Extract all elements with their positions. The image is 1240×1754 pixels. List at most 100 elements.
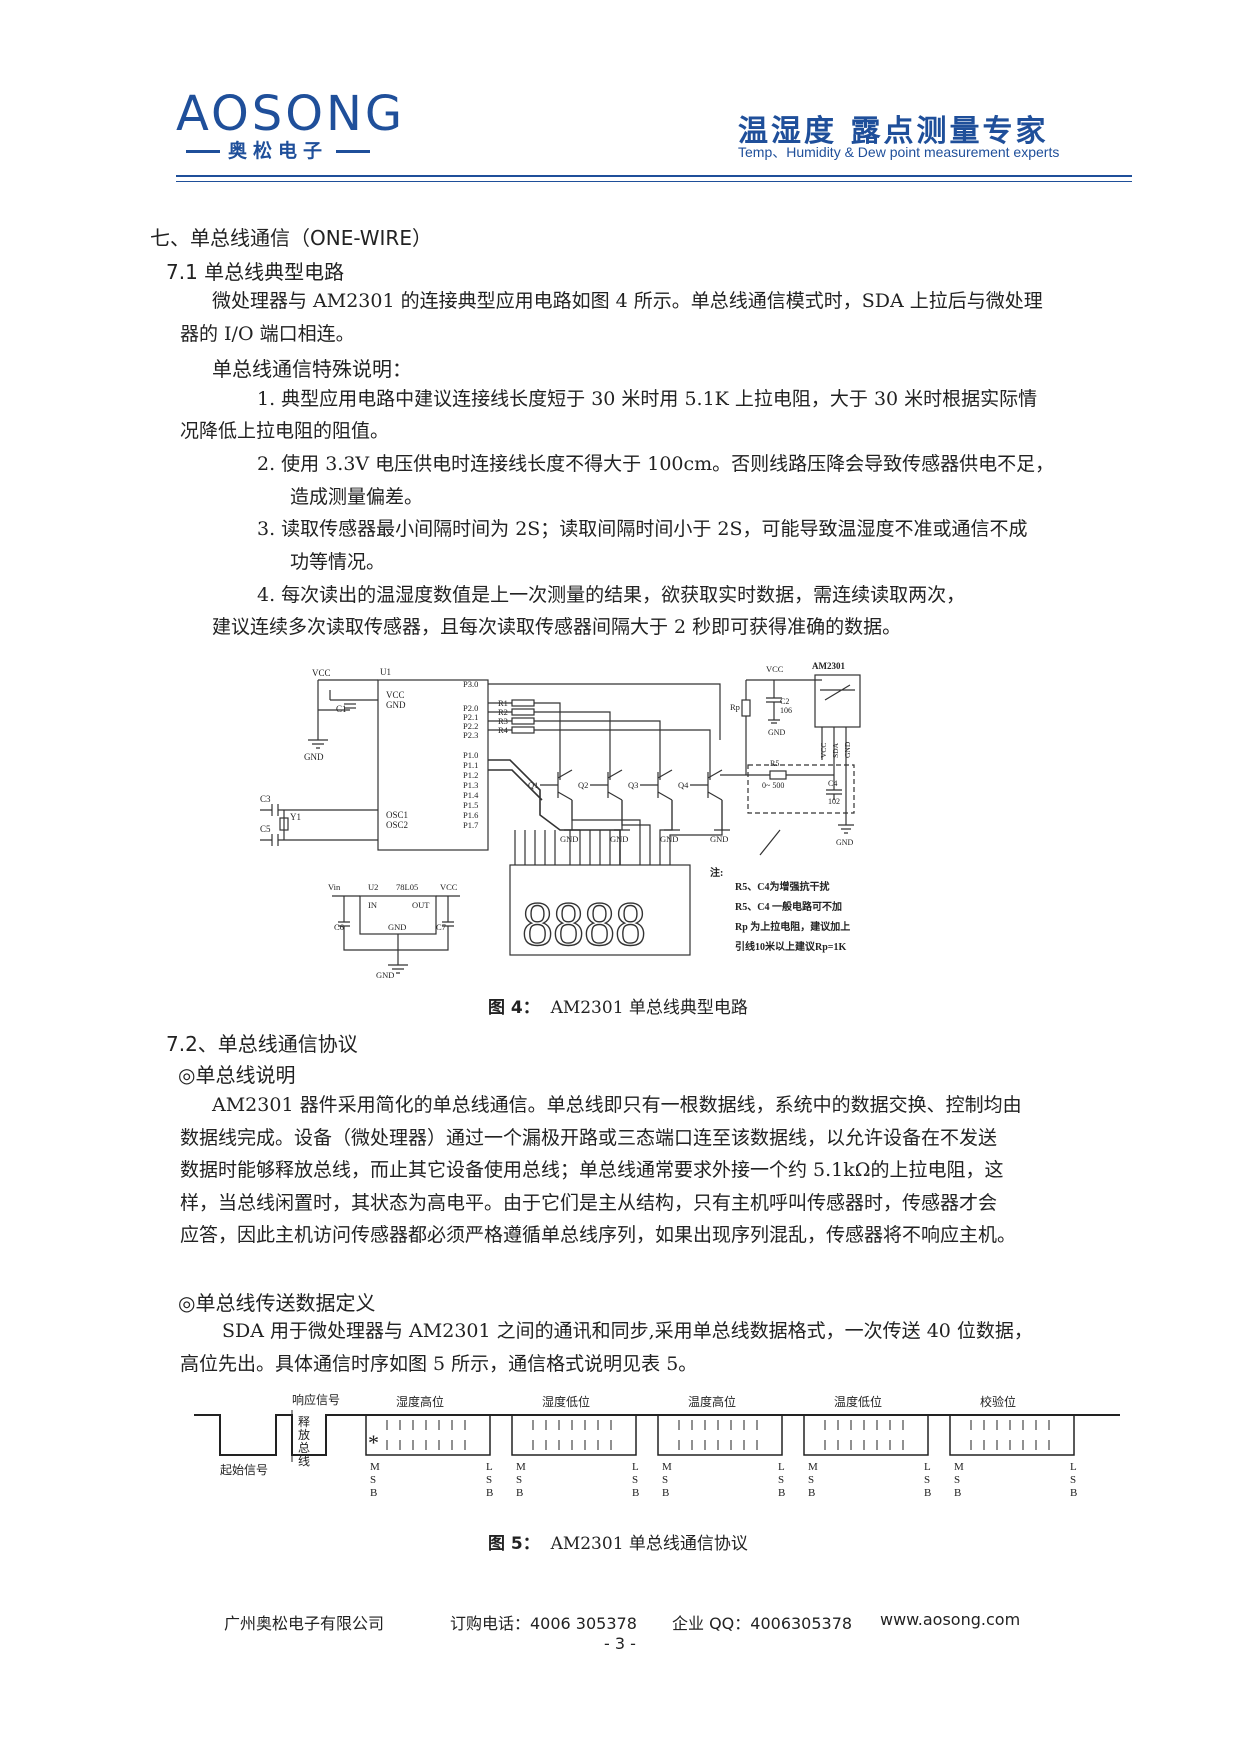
lsb-label: S — [486, 1474, 492, 1486]
pin-gnd: GND — [843, 741, 852, 758]
section-title: 七、单总线通信（ONE-WIRE） — [150, 226, 432, 250]
byte-label: 湿度低位 — [542, 1394, 590, 1409]
byte-label: 湿度高位 — [396, 1394, 444, 1409]
special-notes-title: 单总线通信特殊说明： — [212, 357, 412, 381]
msb-label: S — [954, 1474, 960, 1486]
pin-label: P1.0 — [463, 750, 478, 760]
paragraph: 数据时能够释放总线，而止其它设备使用总线；单总线通常要求外接一个约 5.1kΩ的… — [180, 1159, 1004, 1181]
msb-label: M — [954, 1461, 964, 1473]
pin-label: P1.3 — [463, 780, 478, 790]
q3-label: Q3 — [628, 780, 638, 790]
pin-label: P1.5 — [463, 800, 478, 810]
pin-label: P1.2 — [463, 770, 478, 780]
note-line: R5、C4为增强抗干扰 — [735, 880, 829, 893]
lsb-label: S — [778, 1474, 784, 1486]
gnd-label: GND — [660, 834, 678, 844]
vin-label: Vin — [328, 882, 341, 892]
c4-value: 102 — [828, 797, 840, 806]
paragraph: AM2301 器件采用简化的单总线通信。单总线即只有一根数据线，系统中的数据交换… — [212, 1094, 1022, 1116]
paragraph: 数据线完成。设备（微处理器）通过一个漏极开路或三态端口连至该数据线，以允许设备在… — [180, 1127, 998, 1149]
msb-label: B — [808, 1487, 815, 1499]
mcu-chip — [377, 679, 489, 851]
pin-label: P1.4 — [463, 790, 479, 800]
q4-label: Q4 — [678, 780, 689, 790]
figure-caption: 图 5： AM2301 单总线通信协议 — [488, 1534, 748, 1554]
paragraph: 器的 I/O 端口相连。 — [180, 323, 355, 345]
subheading: ◎单总线说明 — [178, 1063, 296, 1087]
pin-vcc: VCC — [819, 743, 828, 758]
note-line: 引线10米以上建议Rp=1K — [735, 940, 846, 953]
vcc-label: VCC — [440, 882, 458, 892]
lsb-label: L — [1070, 1461, 1077, 1473]
gnd-label: GND — [388, 922, 406, 932]
msb-label: S — [808, 1474, 814, 1486]
list-item: 造成测量偏差。 — [290, 486, 424, 508]
r5-label: R5 — [770, 759, 779, 768]
response-label: 响应信号 — [292, 1392, 340, 1407]
logo-subtitle: 奥松电子 — [178, 136, 378, 163]
byte-frame — [657, 1414, 783, 1456]
vcc-label: VCC — [312, 668, 331, 678]
footer-website[interactable]: www.aosong.com — [880, 1610, 1021, 1629]
pin-label: P1.7 — [463, 820, 478, 830]
pin-label: P1.6 — [463, 810, 478, 820]
footer-qq: 企业 QQ：4006305378 — [672, 1614, 853, 1633]
release-label: 放 — [298, 1427, 310, 1442]
u2-model: 78L05 — [396, 882, 418, 892]
rp-label: Rp — [730, 702, 740, 712]
q1-label: Q1 — [528, 780, 538, 790]
u1-label: U1 — [380, 667, 391, 677]
resistor-bank — [511, 699, 535, 734]
note-line: Rp 为上拉电阻，建议加上 — [735, 920, 850, 933]
pin-label: P1.1 — [463, 760, 478, 770]
pin-label: VCC — [386, 690, 405, 700]
byte-frame — [365, 1414, 491, 1456]
list-item: 建议连续多次读取传感器，且每次读取传感器间隔大于 2 秒即可获得准确的数据。 — [212, 616, 902, 638]
pin-label: P2.0 — [463, 703, 478, 713]
page-number: - 3 - — [604, 1634, 636, 1653]
byte-label: 温度高位 — [688, 1394, 736, 1409]
msb-label: B — [370, 1487, 377, 1499]
list-item: 4. 每次读出的温湿度数值是上一次测量的结果，欲获取实时数据，需连续读取两次， — [257, 584, 966, 606]
byte-frame — [949, 1414, 1075, 1456]
y1-label: Y1 — [290, 812, 301, 822]
gnd-label: GND — [376, 970, 394, 980]
lsb-label: B — [778, 1487, 785, 1499]
u2-label: U2 — [368, 882, 378, 892]
start-label: 起始信号 — [220, 1463, 268, 1477]
footer-company: 广州奥松电子有限公司 — [224, 1614, 385, 1633]
list-item: 3. 读取传感器最小间隔时间为 2S；读取间隔时间小于 2S，可能导致温湿度不准… — [257, 518, 1028, 540]
c3-label: C3 — [260, 794, 271, 804]
out-label: OUT — [412, 900, 430, 910]
msb-label: B — [662, 1487, 669, 1499]
pin-label: P2.3 — [463, 730, 478, 740]
msb-label: B — [516, 1487, 523, 1499]
lsb-label: L — [924, 1461, 931, 1473]
paragraph: SDA 用于微处理器与 AM2301 之间的通讯和同步,采用单总线数据格式，一次… — [222, 1320, 1033, 1342]
msb-label: M — [370, 1461, 380, 1473]
list-item: 况降低上拉电阻的阻值。 — [180, 420, 390, 442]
timing-diagram: 响应信号 起始信号 释 放 总 线 * 湿度高位MSBLSB湿度低位MSBLSB… — [194, 1392, 1120, 1499]
paragraph: 应答，因此主机访问传感器都必须严格遵循单总线序列，如果出现序列混乱，传感器将不响… — [180, 1224, 1017, 1246]
pin-sda: SDA — [831, 742, 840, 758]
msb-label: M — [808, 1461, 818, 1473]
sensor-body — [814, 674, 861, 728]
list-item: 功等情况。 — [290, 551, 386, 573]
lsb-label: B — [924, 1487, 931, 1499]
pin-label: OSC2 — [386, 820, 408, 830]
pin-label: GND — [386, 700, 406, 710]
c2-value: 106 — [780, 706, 792, 715]
lsb-label: B — [486, 1487, 493, 1499]
star-marker: * — [368, 1430, 379, 1455]
sensor-label: AM2301 — [812, 661, 845, 671]
lsb-label: B — [1070, 1487, 1077, 1499]
subsection-title: 7.2、单总线通信协议 — [166, 1032, 358, 1056]
c7-label: C7 — [436, 922, 446, 932]
pin-label: P2.2 — [463, 721, 478, 731]
pin-label: OSC1 — [386, 810, 408, 820]
paragraph: 样，当总线闲置时，其状态为高电平。由于它们是主从结构，只有主机呼叫传感器时，传感… — [180, 1192, 998, 1214]
header-divider-thin — [176, 181, 1132, 182]
paragraph: 高位先出。具体通信时序如图 5 所示，通信格式说明见表 5。 — [180, 1353, 698, 1375]
release-label: 释 — [298, 1415, 310, 1429]
note-line: R5、C4 一般电路可不加 — [735, 900, 842, 913]
